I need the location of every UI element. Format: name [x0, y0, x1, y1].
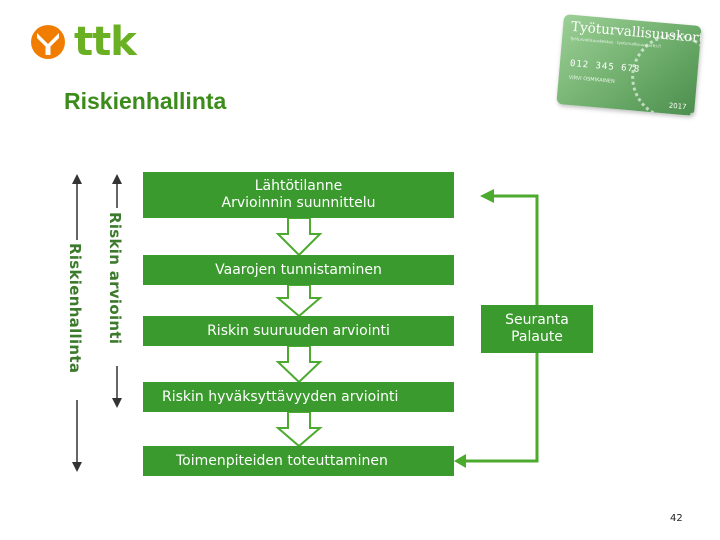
step-risk-magnitude: Riskin suuruuden arviointi [143, 316, 454, 346]
step-3-label: Riskin suuruuden arviointi [207, 322, 390, 339]
risk-assessment-label: Riskin arviointi [106, 212, 124, 345]
step-2-label: Vaarojen tunnistaminen [215, 261, 382, 278]
step-risk-acceptability: Riskin hyväksyttävyyden arviointi [143, 382, 454, 412]
feedback-line-1: Seuranta [505, 312, 569, 328]
feedback-box: Seuranta Palaute [481, 305, 593, 353]
risk-management-label: Riskienhallinta [66, 243, 84, 374]
step-5-label: Toimenpiteiden toteuttaminen [176, 452, 388, 469]
feedback-line-down [462, 353, 539, 463]
feedback-line-2: Palaute [511, 329, 563, 345]
feedback-arrowhead-left [480, 189, 494, 203]
outer-arrowhead-up [72, 174, 82, 184]
logo-text: ttk [74, 19, 137, 65]
feedback-line-up [492, 194, 539, 305]
step-1-line-1: Lähtötilanne [254, 178, 343, 194]
step-1-line-2: Arvioinnin suunnittelu [221, 195, 376, 211]
step-hazard-identification: Vaarojen tunnistaminen [143, 255, 454, 285]
inner-arrowhead-up [112, 174, 122, 184]
page-title: Riskienhallinta [64, 88, 227, 114]
ttk-logo-icon [31, 25, 65, 59]
inner-arrowhead-down [112, 398, 122, 408]
down-arrow-1 [275, 217, 323, 257]
step-initial-situation: Lähtötilanne Arvioinnin suunnittelu [143, 172, 454, 218]
ttk-logo: ttk [30, 19, 137, 65]
down-arrow-2 [275, 284, 323, 318]
feedback-arrowhead-bottom [454, 454, 466, 468]
step-implementation: Toimenpiteiden toteuttaminen [143, 446, 454, 476]
page-number: 42 [670, 513, 683, 524]
outer-arrowhead-down [72, 462, 82, 472]
step-4-label: Riskin hyväksyttävyyden arviointi [162, 388, 399, 405]
down-arrow-3 [275, 345, 323, 384]
down-arrow-4 [275, 411, 323, 448]
